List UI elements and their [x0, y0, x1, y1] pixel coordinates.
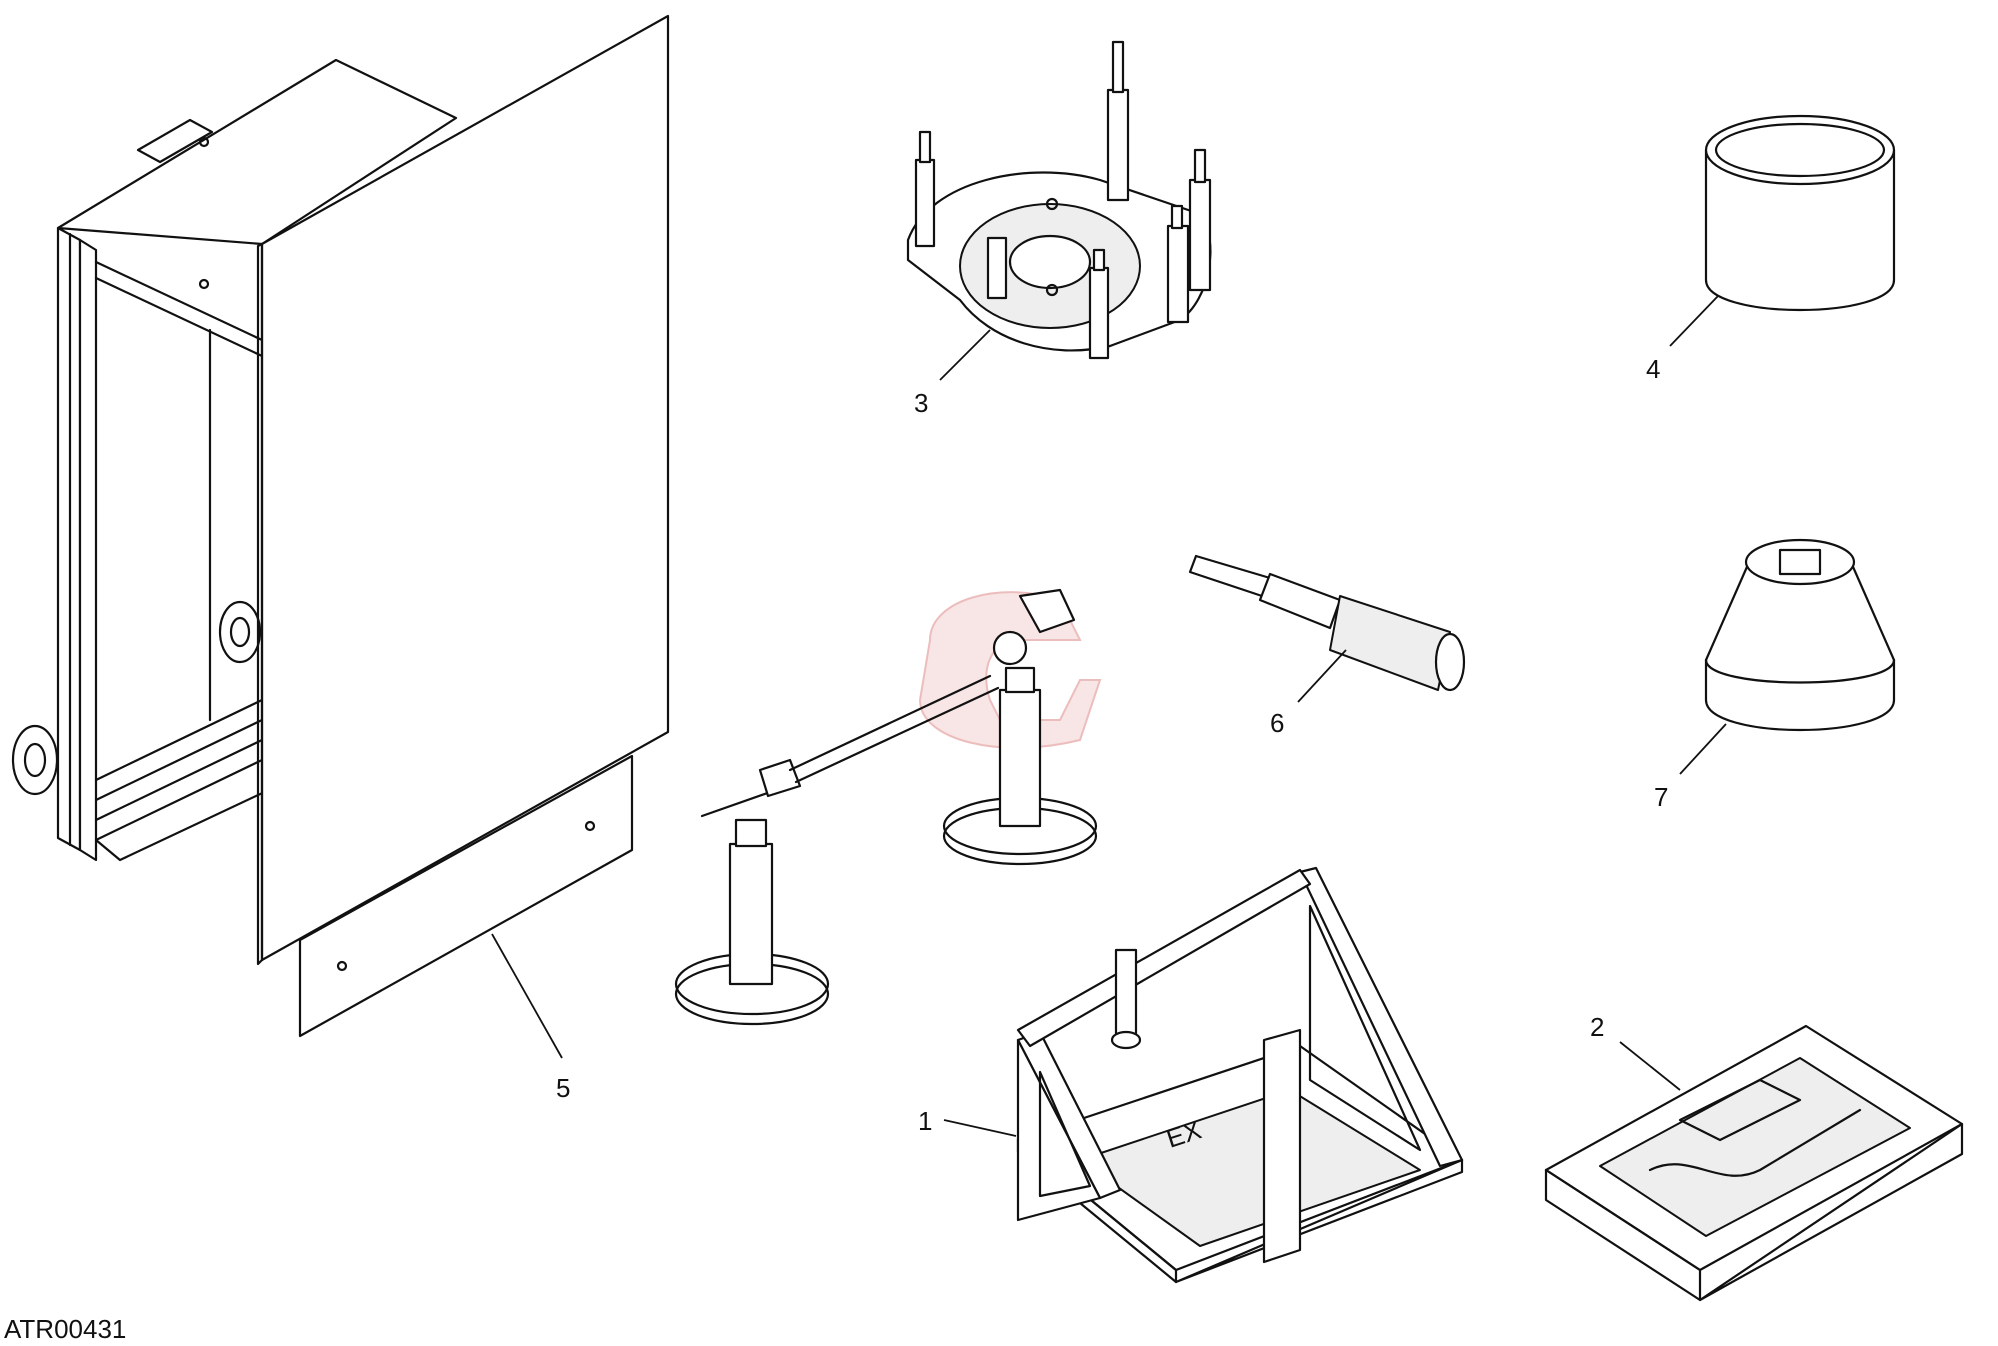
dial-stand-assembly — [674, 588, 1098, 1026]
part-5-trolley-cabinet: 5 — [11, 14, 670, 1103]
callout-1: 1 — [918, 1106, 932, 1136]
part-3-ring-fixture: 3 — [906, 40, 1212, 418]
callout-2: 2 — [1590, 1012, 1604, 1042]
callout-7: 7 — [1654, 782, 1668, 812]
part-2-tray: 2 — [1544, 1012, 1964, 1302]
callout-5: 5 — [556, 1073, 570, 1103]
drawing-code: ATR00431 — [4, 1314, 126, 1344]
callout-4: 4 — [1646, 354, 1660, 384]
part-6-handle-tool: 6 — [1188, 554, 1466, 738]
part-1-frame-fixture: EX 1 — [918, 866, 1464, 1284]
callout-3: 3 — [914, 388, 928, 418]
callout-6: 6 — [1270, 708, 1284, 738]
part-7-socket-cone: 7 — [1654, 538, 1896, 812]
part-4-cylinder-cap: 4 — [1646, 114, 1896, 384]
